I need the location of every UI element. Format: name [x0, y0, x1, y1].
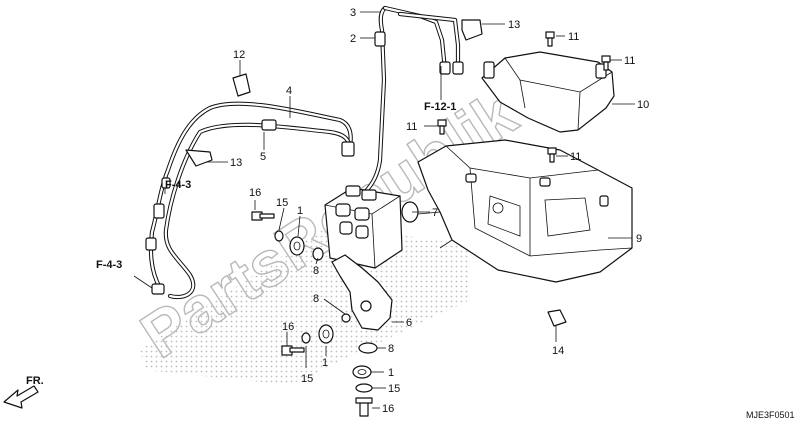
front-label: FR. [26, 375, 44, 387]
callout-15-middle: 15 [301, 373, 313, 385]
callout-11-b: 11 [624, 55, 635, 67]
callout-13-left: 13 [230, 157, 242, 169]
rubber-mount-right [352, 365, 372, 379]
washer-lower [301, 332, 311, 344]
callout-1-upper: 1 [297, 205, 303, 217]
callout-12: 12 [233, 49, 245, 61]
callout-11-c: 11 [406, 121, 417, 133]
callout-9: 9 [636, 233, 642, 245]
rubber-mount-lower [318, 324, 334, 344]
callout-2: 2 [350, 33, 356, 45]
callout-1-middle: 1 [322, 357, 328, 369]
mount-hardware [251, 211, 378, 417]
callout-11-a: 11 [568, 31, 579, 43]
brake-pipe-assembly [145, 101, 355, 300]
callout-16-upper: 16 [249, 187, 261, 199]
upper-brake-pipes [362, 5, 464, 195]
battery-tray [417, 139, 633, 283]
callout-labels: 3 2 13 11 11 12 4 10 F-12-1 11 5 11 13 F… [26, 7, 795, 420]
washer-upper [274, 230, 284, 242]
abs-modulator [324, 185, 419, 269]
callout-15-upper: 15 [276, 197, 288, 209]
callout-8-right: 8 [388, 343, 394, 355]
bracket [331, 254, 393, 331]
screws [437, 31, 611, 163]
callout-14: 14 [552, 345, 564, 357]
callout-13-top: 13 [508, 19, 520, 31]
ref-f4-3-lower: F-4-3 [96, 259, 122, 271]
collar-right [358, 342, 378, 354]
callout-10: 10 [637, 99, 649, 111]
bolt-upper [251, 211, 275, 221]
ecu-cover [481, 51, 615, 133]
washer-right [355, 383, 373, 393]
callout-6: 6 [406, 317, 412, 329]
callout-1-right: 1 [388, 367, 394, 379]
callout-5: 5 [260, 151, 266, 163]
callout-7: 7 [432, 207, 438, 219]
ref-f4-3-upper: F-4-3 [165, 179, 191, 191]
leader-lines [133, 11, 635, 409]
clips [185, 19, 567, 327]
callout-8-upper: 8 [313, 265, 319, 277]
callout-11-d: 11 [570, 151, 581, 163]
callout-15-right: 15 [388, 383, 400, 395]
callout-16-middle: 16 [282, 321, 294, 333]
bolt-right [355, 397, 373, 417]
front-arrow [3, 385, 39, 409]
ref-f12-1: F-12-1 [424, 101, 456, 113]
drawing-code: MJE3F0501 [746, 410, 795, 420]
collar-upper [312, 247, 324, 261]
callout-8-middle: 8 [313, 293, 319, 305]
rubber-mount-upper [289, 236, 305, 256]
callout-3: 3 [350, 7, 356, 19]
callout-4: 4 [286, 85, 292, 97]
callout-16-right: 16 [382, 403, 394, 415]
